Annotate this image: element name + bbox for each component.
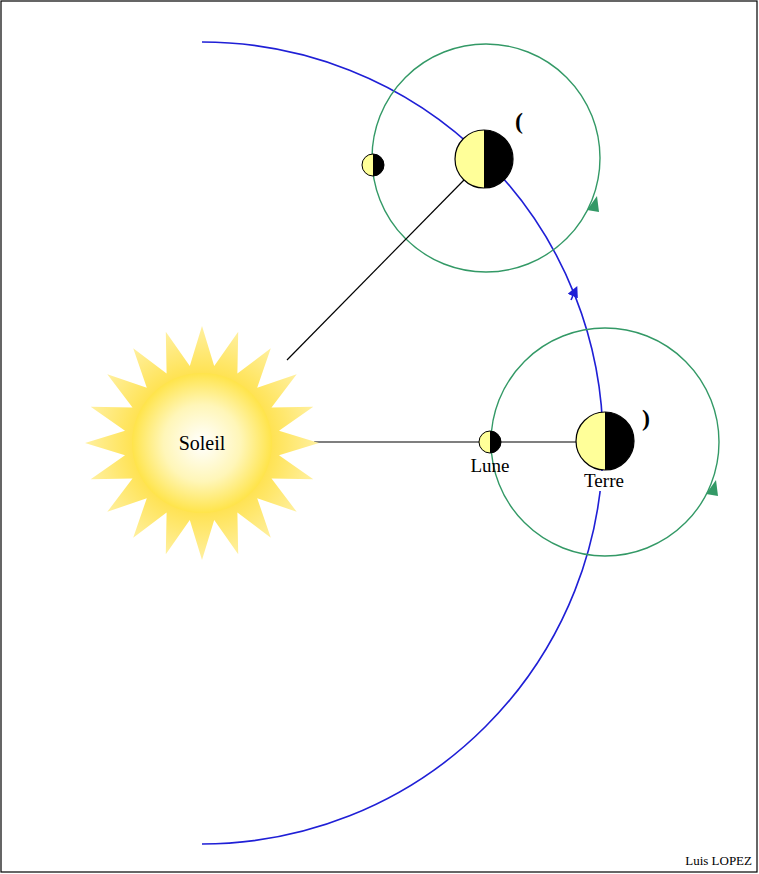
- moon-label: Lune: [470, 456, 509, 477]
- moon-orbit-arrow: [706, 480, 718, 496]
- moon-symbol: [362, 154, 384, 176]
- earth-label: Terre: [582, 471, 626, 492]
- author-credit: Luis LOPEZ: [685, 854, 752, 868]
- sun-earth-line: [287, 180, 464, 360]
- moon-symbol: [479, 431, 501, 453]
- earth-symbol: [455, 130, 513, 188]
- moon-phase-symbol: ): [642, 405, 650, 431]
- earth-symbol: [576, 412, 634, 470]
- orbit-arrow: [571, 291, 575, 300]
- moon-orbit: [372, 44, 600, 272]
- sun-moon-line: [314, 441, 479, 442]
- moon-earth-line: [501, 441, 576, 442]
- sun-node: Soleil: [82, 323, 322, 563]
- moon-orbit-arrow: [587, 196, 599, 212]
- node-label: Soleil: [179, 432, 226, 455]
- moon-orbit: [491, 328, 719, 556]
- moon-phase-symbol: (: [515, 108, 523, 134]
